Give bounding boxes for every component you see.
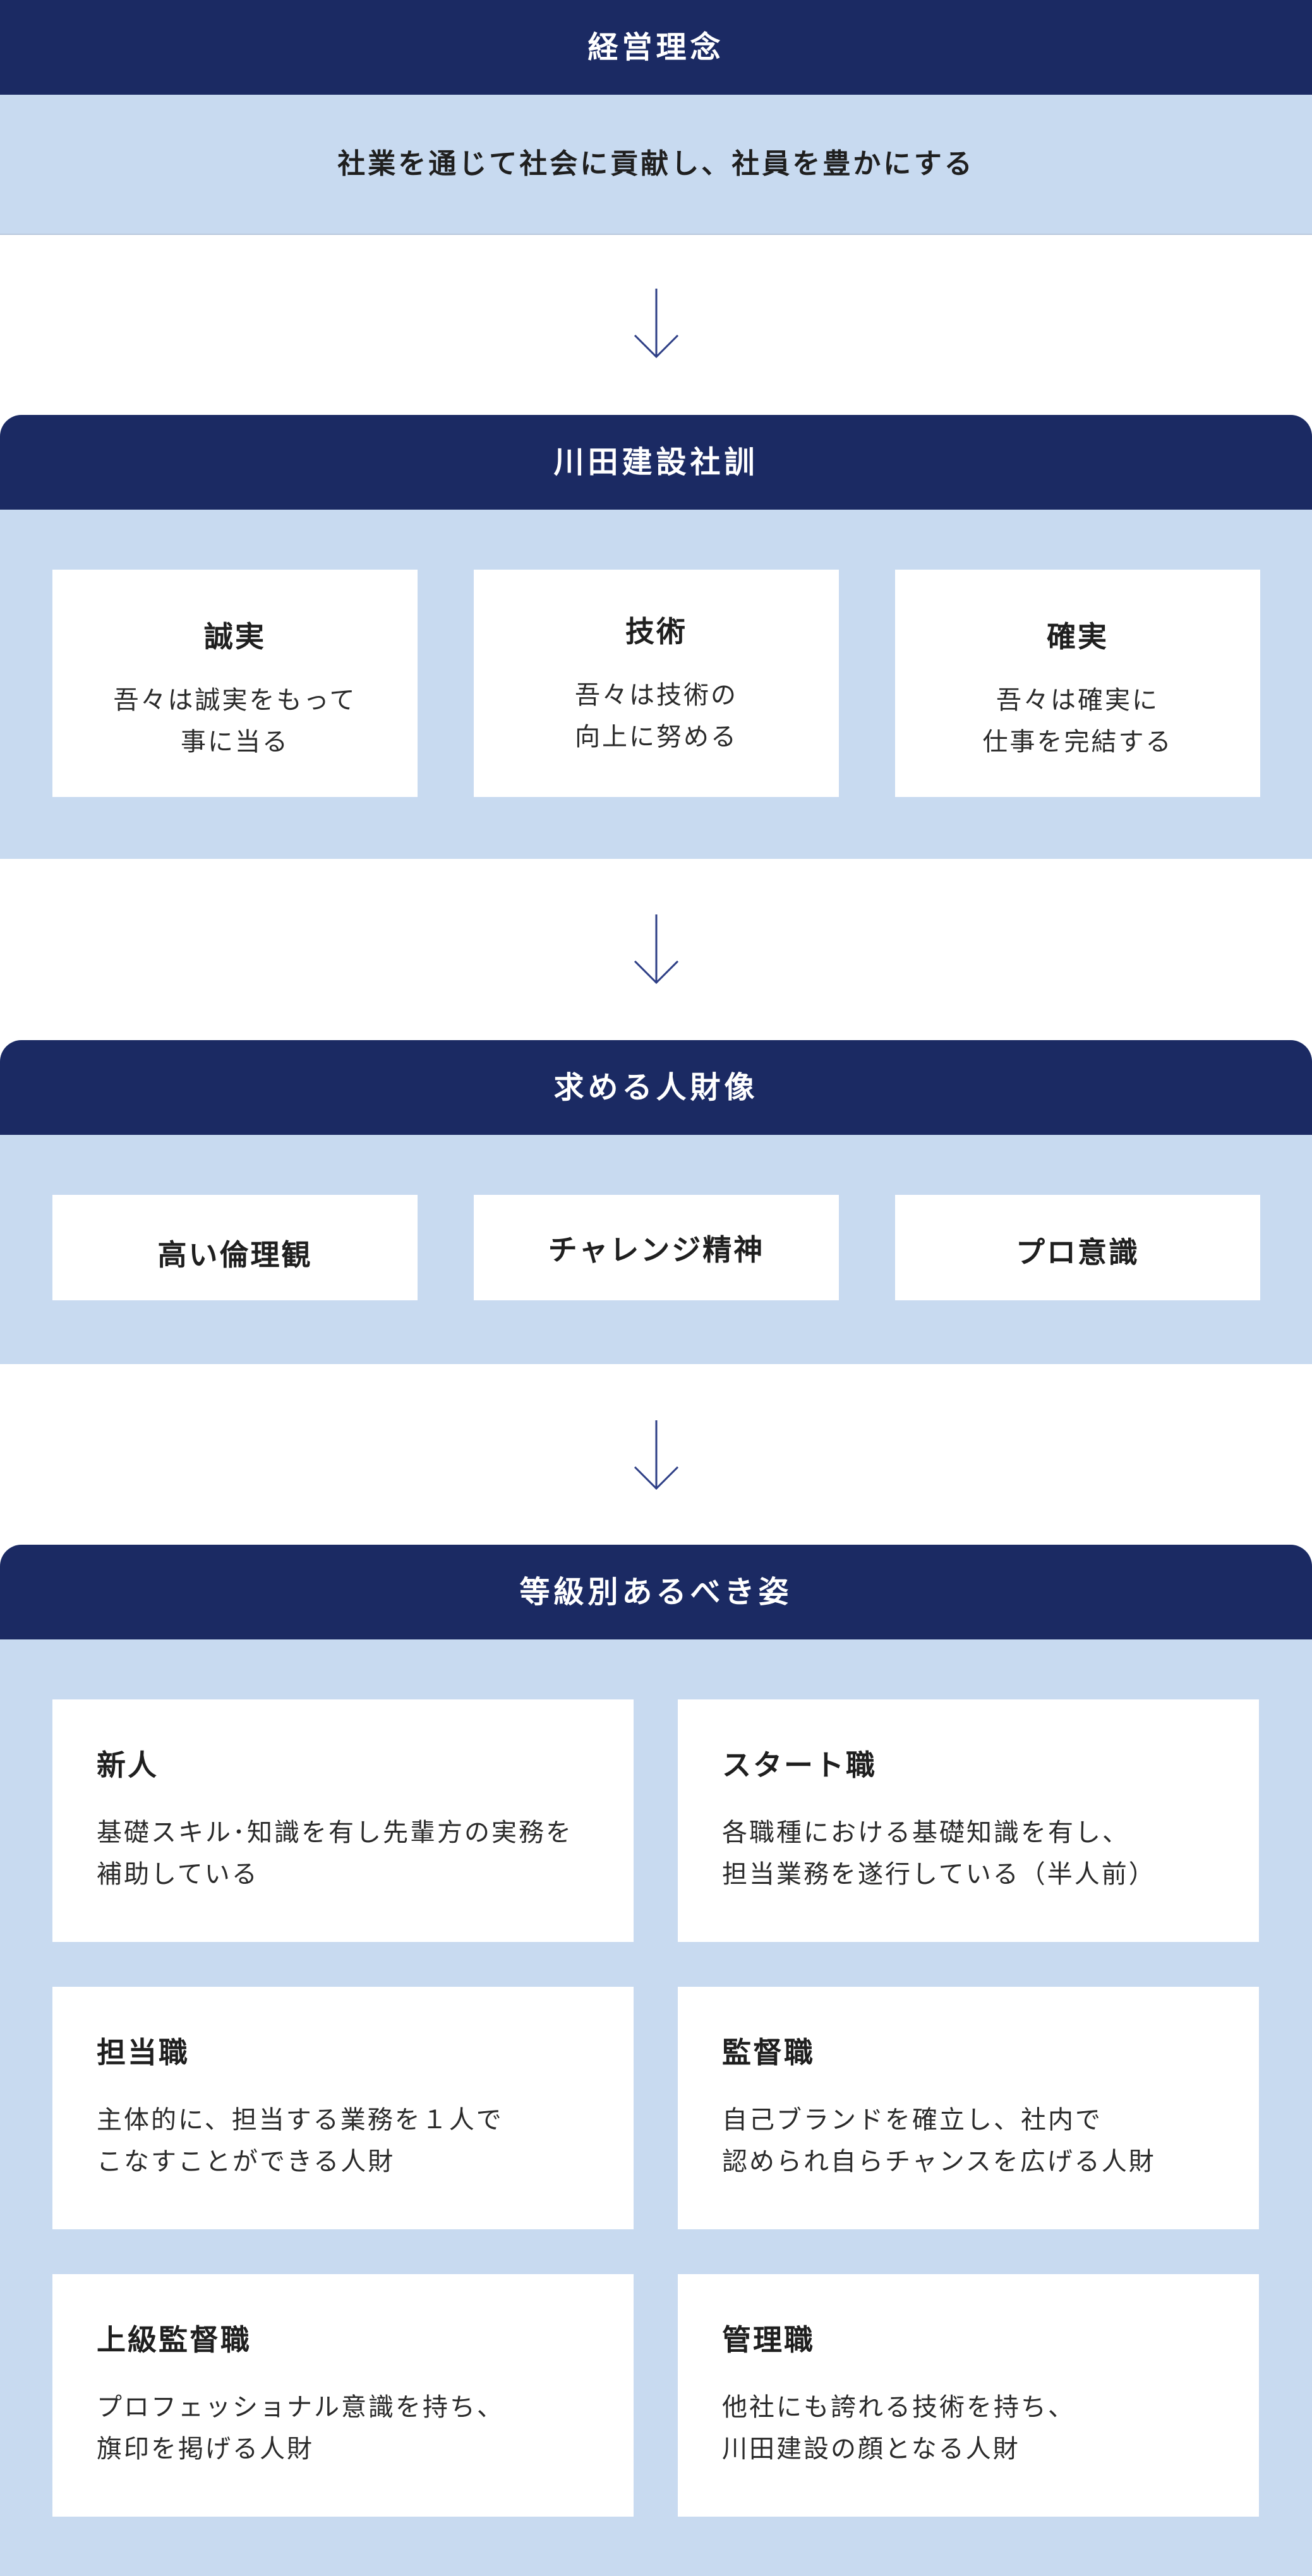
talent-header: 求める人財像 [0,1040,1312,1135]
motto-card-title: 確実 [1047,620,1109,654]
motto-card-line: 吾々は確実に [996,686,1159,715]
motto-card-line: 吾々は誠実をもって [113,686,357,715]
grade-card-title: 担当職 [97,2035,190,2070]
motto-card: 誠実 吾々は誠実をもって 事に当る [52,570,418,797]
grade-card-line: 旗印を掲げる人財 [97,2435,314,2464]
grade-card-line: 他社にも誇れる技術を持ち、 [722,2393,1075,2422]
philosophy-text: 社業を通じて社会に貢献し、社員を豊かにする [0,95,1312,235]
philosophy-header: 経営理念 [0,0,1312,95]
grade-card-line: 川田建設の顔となる人財 [722,2435,1020,2464]
motto-card-line: 吾々は技術の [575,681,738,710]
grade-card-line: 基礎スキル･知識を有し先輩方の実務を [97,1818,573,1847]
grade-card-title: 新人 [97,1748,159,1782]
grades-section: 等級別あるべき姿 新人 基礎スキル･知識を有し先輩方の実務を 補助している スタ… [0,1545,1312,2576]
grade-card-line: 担当業務を遂行している（半人前） [722,1860,1156,1889]
grade-card-title: スタート職 [722,1748,877,1782]
grade-card: 上級監督職 プロフェッショナル意識を持ち、 旗印を掲げる人財 [52,2274,634,2517]
motto-card-title: 誠実 [204,620,266,654]
grade-card-title: 上級監督職 [97,2323,251,2357]
grade-card: 担当職 主体的に、担当する業務を１人で こなすことができる人財 [52,1987,634,2229]
motto-card: 技術 吾々は技術の 向上に努める [474,570,839,797]
grade-card-title: 管理職 [722,2323,815,2357]
grade-card-line: 自己ブランドを確立し、社内で [722,2106,1102,2135]
motto-card-line: 仕事を完結する [982,728,1173,757]
talent-item: プロ意識 [895,1195,1260,1300]
motto-card-line: 事に当る [181,728,289,757]
grade-card: 新人 基礎スキル･知識を有し先輩方の実務を 補助している [52,1699,634,1942]
motto-section: 川田建設社訓 誠実 吾々は誠実をもって 事に当る 技術 吾々は技術の 向上に努め… [0,415,1312,859]
talent-item: チャレンジ精神 [474,1195,839,1300]
motto-header: 川田建設社訓 [0,415,1312,510]
motto-card: 確実 吾々は確実に 仕事を完結する [895,570,1260,797]
arrow-down-icon [634,1420,679,1490]
talent-item: 高い倫理観 [52,1195,418,1300]
grades-header: 等級別あるべき姿 [0,1545,1312,1639]
grade-card: 監督職 自己ブランドを確立し、社内で 認められ自らチャンスを広げる人財 [678,1987,1259,2229]
talent-item-label: 高い倫理観 [157,1237,313,1272]
motto-card-title: 技術 [625,614,687,649]
grade-card-line: 認められ自らチャンスを広げる人財 [722,2147,1156,2176]
philosophy-section: 経営理念 社業を通じて社会に貢献し、社員を豊かにする [0,0,1312,235]
grade-card: 管理職 他社にも誇れる技術を持ち、 川田建設の顔となる人財 [678,2274,1259,2517]
grade-card-title: 監督職 [722,2035,815,2070]
grade-card-line: こなすことができる人財 [97,2147,395,2176]
grade-card: スタート職 各職種における基礎知識を有し、 担当業務を遂行している（半人前） [678,1699,1259,1942]
grade-card-line: プロフェッショナル意識を持ち、 [97,2393,504,2422]
grade-card-line: 各職種における基礎知識を有し、 [722,1818,1129,1847]
talent-section: 求める人財像 高い倫理観 チャレンジ精神 プロ意識 [0,1040,1312,1364]
arrow-down-icon [634,289,679,359]
grade-card-line: 主体的に、担当する業務を１人で [97,2106,503,2135]
talent-item-label: プロ意識 [1016,1235,1140,1269]
arrow-down-icon [634,914,679,985]
motto-card-line: 向上に努める [575,722,738,752]
talent-item-label: チャレンジ精神 [548,1232,765,1267]
grade-card-line: 補助している [97,1860,259,1889]
